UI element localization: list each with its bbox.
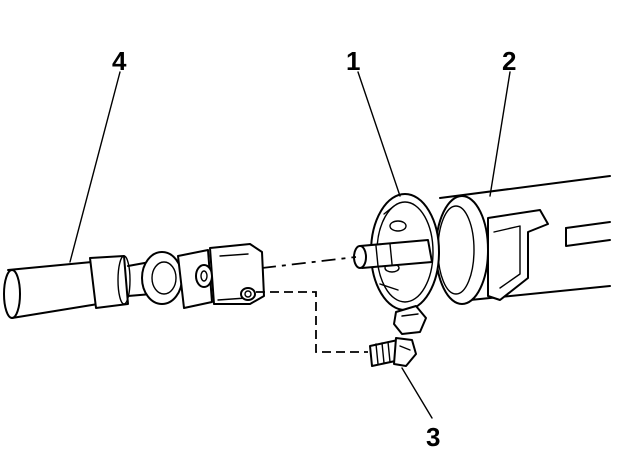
leader-line-3	[401, 367, 433, 419]
leader-lines	[69, 71, 511, 419]
callout-4: 4	[112, 46, 127, 76]
steering-column-tube	[435, 175, 611, 305]
leader-line-2	[489, 71, 511, 197]
callout-1: 1	[346, 46, 360, 76]
callout-2: 2	[502, 46, 516, 76]
alignment-line	[261, 256, 357, 269]
intermediate-shaft	[3, 243, 265, 319]
column-shaft-stub	[353, 239, 433, 269]
callout-3: 3	[426, 422, 440, 452]
leader-line-1	[357, 71, 401, 197]
pinch-bolt	[369, 337, 417, 367]
leader-line-4	[69, 71, 121, 263]
bolt-insertion-path	[256, 291, 368, 353]
